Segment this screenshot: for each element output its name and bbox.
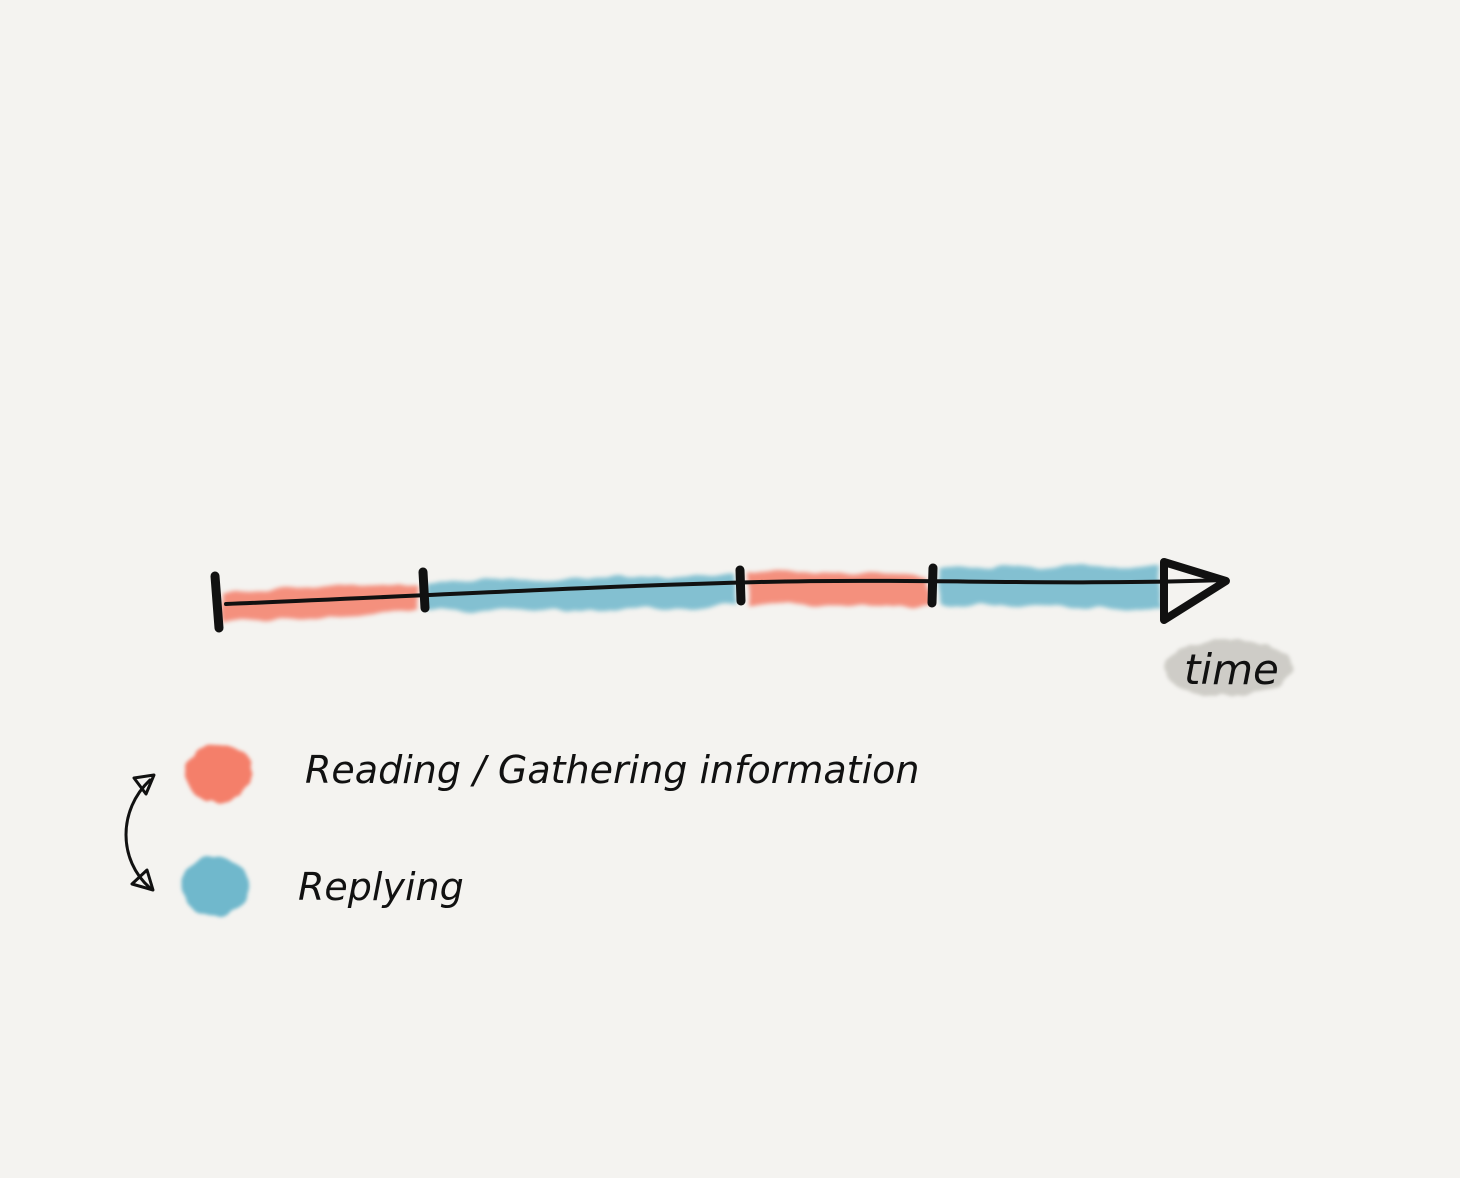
tick-mark — [418, 567, 430, 613]
axis-label-highlight — [1164, 640, 1292, 696]
legend-label-reading: Reading / Gathering information — [305, 748, 919, 792]
segment-reading-2 — [748, 570, 928, 606]
legend: Reading / Gathering information Replying — [124, 744, 919, 916]
timeline-axis-line — [224, 578, 1227, 606]
segment-replying-2 — [940, 566, 1162, 610]
axis-label-group: time — [1164, 640, 1292, 696]
tick-mark — [927, 563, 938, 608]
tick-mark — [735, 565, 746, 606]
timeline-segments — [222, 566, 1162, 622]
arrowhead-icon — [1160, 558, 1230, 624]
cycle-arrow-head-bottom — [130, 868, 155, 892]
legend-label-replying: Replying — [298, 865, 464, 909]
axis-label: time — [1184, 645, 1279, 694]
timeline-ticks — [210, 563, 938, 633]
tick-mark — [210, 571, 224, 633]
segment-reading-1 — [222, 584, 420, 622]
cycle-arrow-head-top — [132, 773, 156, 796]
legend-swatch-reading — [184, 744, 252, 802]
legend-swatch-replying — [181, 856, 249, 916]
